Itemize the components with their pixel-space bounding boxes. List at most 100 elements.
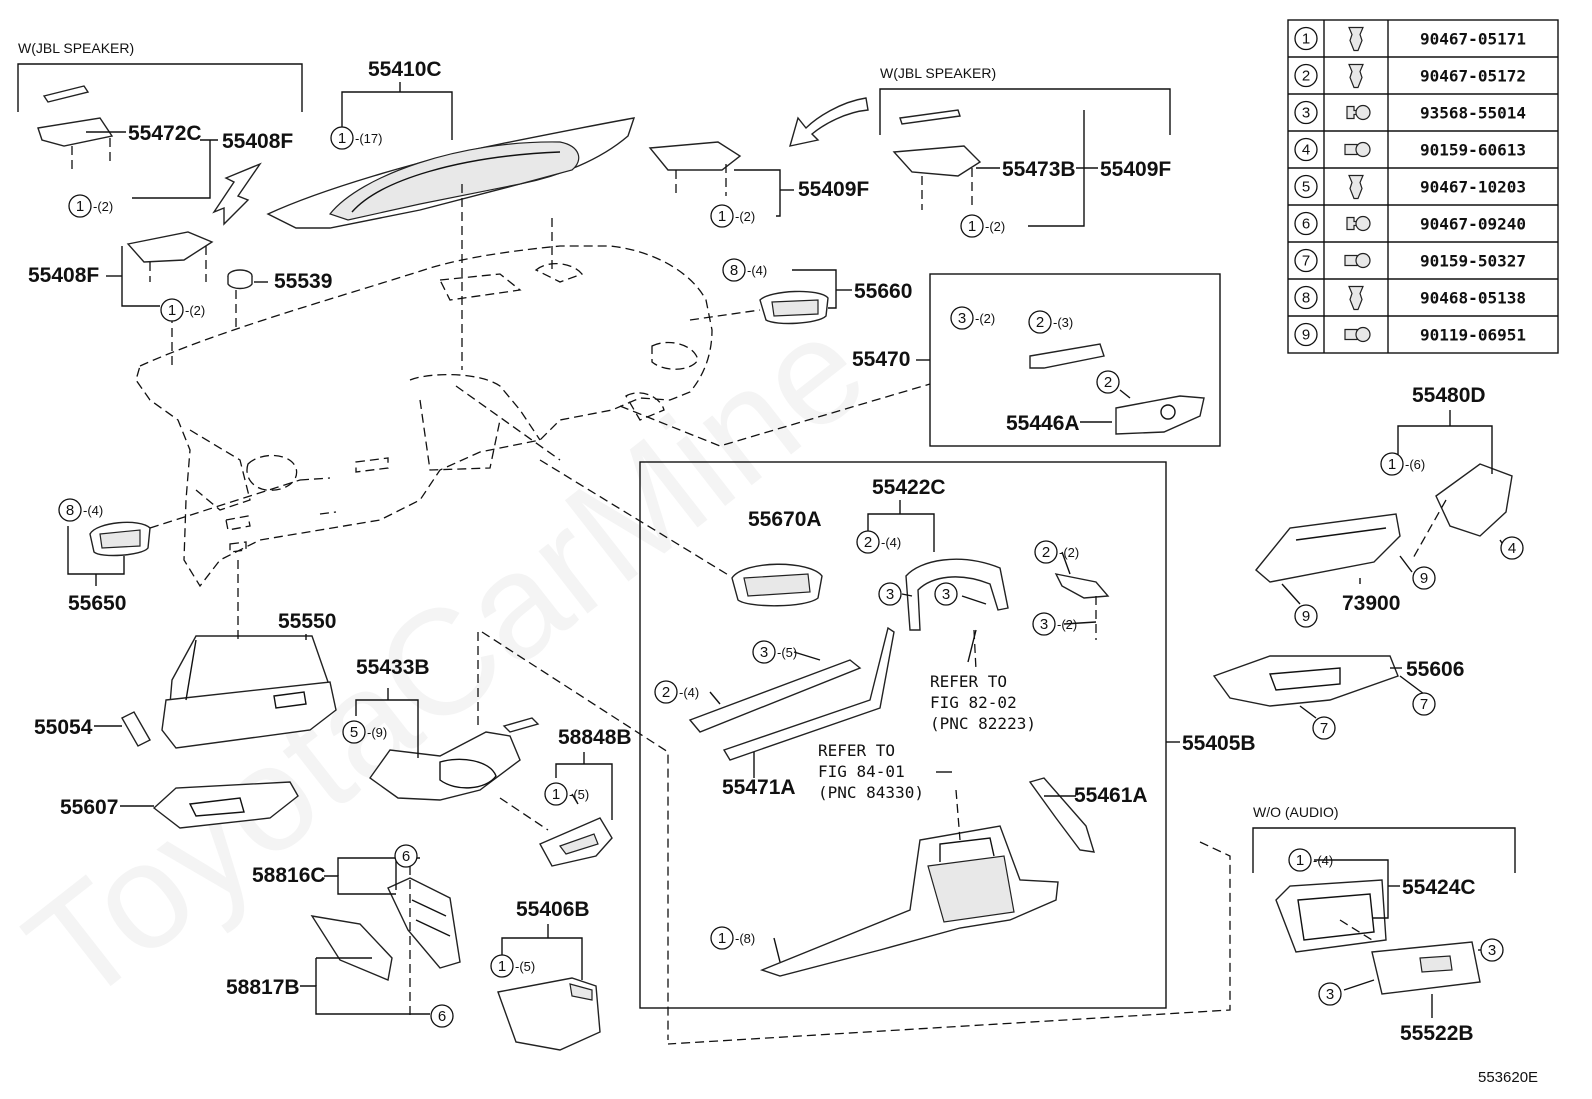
part-label-58816C[interactable]: 58816C: [252, 864, 326, 887]
callout-55522b-a[interactable]: 3: [1480, 938, 1504, 962]
callout-58816c[interactable]: 6: [394, 844, 418, 868]
part-label-55410C[interactable]: 55410C: [368, 58, 442, 81]
reference-fig-link[interactable]: FIG 82-02: [930, 693, 1017, 712]
callout-55409f-a[interactable]: 1-(2): [710, 204, 755, 228]
reference-fig-link[interactable]: FIG 84-01: [818, 762, 905, 781]
callout-55424c[interactable]: 1-(4): [1288, 848, 1333, 872]
fastener-number: 8: [1302, 290, 1310, 307]
part-label-58817B[interactable]: 58817B: [226, 976, 300, 999]
callout-55606-b[interactable]: 7: [1312, 716, 1336, 740]
part-55472C-shape: [37, 85, 114, 172]
part-55410C-shape: [266, 117, 636, 229]
callout-55433b[interactable]: 5-(9): [342, 720, 387, 744]
part-label-73900[interactable]: 73900: [1342, 592, 1400, 615]
clip-icon: [1348, 174, 1364, 200]
fastener-part-number[interactable]: 90468-05138: [1420, 289, 1526, 308]
part-label-55471A[interactable]: 55471A: [722, 776, 796, 799]
part-label-55408F-b[interactable]: 55408F: [28, 264, 99, 287]
callout-circle: [1480, 938, 1504, 962]
part-label-55650[interactable]: 55650: [68, 592, 126, 615]
callout-55470-b[interactable]: 2-(3): [1028, 310, 1073, 334]
fastener-part-number[interactable]: 90159-60613: [1420, 141, 1526, 160]
part-label-55422C[interactable]: 55422C: [872, 476, 946, 499]
callout-quantity: -(6): [1405, 457, 1425, 472]
callout-73900-b[interactable]: 9: [1294, 604, 1318, 628]
callout-55660[interactable]: 8-(4): [722, 258, 767, 282]
callout-55422c-e[interactable]: 3-(2): [1032, 612, 1077, 636]
part-label-55405B[interactable]: 55405B: [1182, 732, 1256, 755]
callout-55422c-b[interactable]: 3: [878, 582, 902, 606]
callout-55480d-b[interactable]: 4: [1500, 536, 1524, 560]
jbl-right-group: W(JBL SPEAKER): [879, 65, 1171, 135]
callout-55471a-b[interactable]: 2-(4): [654, 680, 699, 704]
part-label-55670A[interactable]: 55670A: [748, 508, 822, 531]
part-label-55424C[interactable]: 55424C: [1402, 876, 1476, 899]
part-label-55406B[interactable]: 55406B: [516, 898, 590, 921]
callout-55422c-a[interactable]: 2-(4): [856, 530, 901, 554]
callout-55422c-d[interactable]: 2-(2): [1034, 540, 1079, 564]
part-label-55473B[interactable]: 55473B: [1002, 158, 1076, 181]
callout-55480d[interactable]: 1-(6): [1380, 452, 1425, 476]
part-label-55433B[interactable]: 55433B: [356, 656, 430, 679]
part-label-55470[interactable]: 55470: [852, 348, 910, 371]
fastener-part-number[interactable]: 90159-50327: [1420, 252, 1526, 271]
callout-55405b[interactable]: 1-(8): [710, 926, 755, 950]
part-label-55660[interactable]: 55660: [854, 280, 912, 303]
callout-73900-a[interactable]: 9: [1412, 566, 1436, 590]
callout-55606-a[interactable]: 7: [1412, 692, 1436, 716]
fastener-part-number[interactable]: 93568-55014: [1420, 104, 1526, 123]
part-label-55607[interactable]: 55607: [60, 796, 118, 819]
part-label-55409F-a[interactable]: 55409F: [798, 178, 869, 201]
callout-55406b[interactable]: 1-(5): [490, 954, 535, 978]
fastener-part-number[interactable]: 90467-05171: [1420, 30, 1526, 49]
part-label-55461A[interactable]: 55461A: [1074, 784, 1148, 807]
callout-number: 2: [1104, 374, 1112, 391]
part-label-55054[interactable]: 55054: [34, 716, 93, 739]
part-58848B-shape: [539, 817, 613, 867]
fastener-part-number[interactable]: 90467-10203: [1420, 178, 1526, 197]
callout-55650[interactable]: 8-(4): [58, 498, 103, 522]
part-label-55408F-a[interactable]: 55408F: [222, 130, 293, 153]
callout-58817b[interactable]: 6: [430, 1004, 454, 1028]
fastener-part-number[interactable]: 90467-05172: [1420, 67, 1526, 86]
part-label-55480D[interactable]: 55480D: [1412, 384, 1486, 407]
callout-58848b[interactable]: 1-(5): [544, 782, 589, 806]
variant-label-wo-audio: W/O (AUDIO): [1253, 804, 1339, 820]
callout-55472c[interactable]: 1-(2): [68, 194, 113, 218]
callout-circle: [1288, 848, 1312, 872]
callout-quantity: -(2): [1059, 545, 1079, 560]
fastener-part-number[interactable]: 90119-06951: [1420, 326, 1526, 345]
callout-quantity: -(2): [735, 209, 755, 224]
part-label-55472C[interactable]: 55472C: [128, 122, 202, 145]
callout-number: 1: [498, 958, 506, 975]
callout-circle: [1318, 982, 1342, 1006]
callout-55408f[interactable]: 1-(2): [160, 298, 205, 322]
fastener-row[interactable]: 8 90468-05138: [1288, 278, 1558, 311]
callout-55471a-a[interactable]: 3-(5): [752, 640, 797, 664]
callout-55422c-c[interactable]: 3: [934, 582, 958, 606]
part-label-55550[interactable]: 55550: [278, 610, 336, 633]
callout-55470-a[interactable]: 3-(2): [950, 306, 995, 330]
callout-55409f-b[interactable]: 1-(2): [960, 214, 1005, 238]
callout-circle: [878, 582, 902, 606]
callout-number: 1: [968, 218, 976, 235]
callout-55446a[interactable]: 2: [1096, 370, 1120, 394]
part-label-58848B[interactable]: 58848B: [558, 726, 632, 749]
callout-number: 7: [1420, 696, 1428, 713]
part-label-55539[interactable]: 55539: [274, 270, 332, 293]
part-label-55409F-b[interactable]: 55409F: [1100, 158, 1171, 181]
part-label-55606[interactable]: 55606: [1406, 658, 1464, 681]
callout-55522b-b[interactable]: 3: [1318, 982, 1342, 1006]
callout-55410c[interactable]: 1-(17): [330, 126, 382, 150]
part-label-55522B[interactable]: 55522B: [1400, 1022, 1474, 1045]
fastener-part-number[interactable]: 90467-09240: [1420, 215, 1526, 234]
part-label-55446A[interactable]: 55446A: [1006, 412, 1080, 435]
